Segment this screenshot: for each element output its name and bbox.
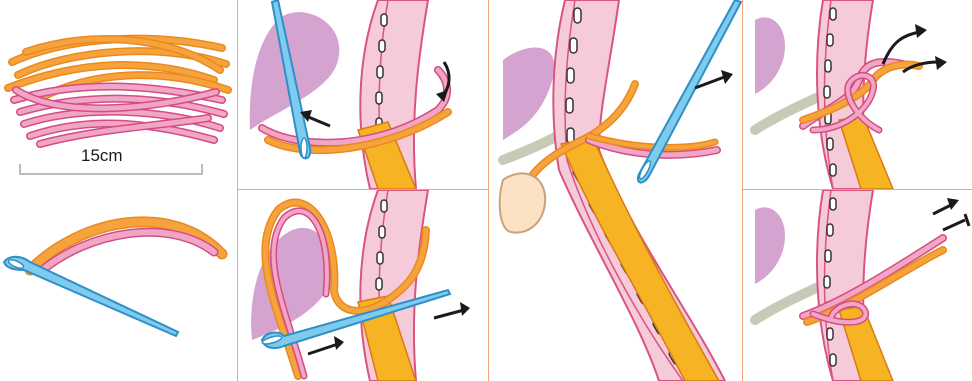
arrow-icon xyxy=(308,344,338,354)
thread-needle-panel xyxy=(0,190,236,381)
step-5-illustration xyxy=(743,190,972,381)
step-3-panel xyxy=(489,0,742,381)
step-3-illustration xyxy=(489,0,742,381)
step-1-panel xyxy=(238,0,488,189)
step-4-panel xyxy=(743,0,972,189)
arrow-icon xyxy=(943,220,965,230)
step-2-panel xyxy=(238,190,488,381)
needle-icon xyxy=(4,257,178,336)
threaded-needle-illustration xyxy=(0,190,236,381)
arrow-icon xyxy=(434,310,464,318)
arrow-icon xyxy=(306,116,330,126)
pink-threads xyxy=(14,86,224,144)
finger-shape xyxy=(500,173,545,232)
step-1-illustration xyxy=(238,0,488,189)
step-5-panel xyxy=(743,190,972,381)
step-4-illustration xyxy=(743,0,972,189)
scale-label: 15cm xyxy=(81,146,161,166)
step-2-illustration xyxy=(238,190,488,381)
thread-bundle-panel: 15cm xyxy=(0,0,236,190)
